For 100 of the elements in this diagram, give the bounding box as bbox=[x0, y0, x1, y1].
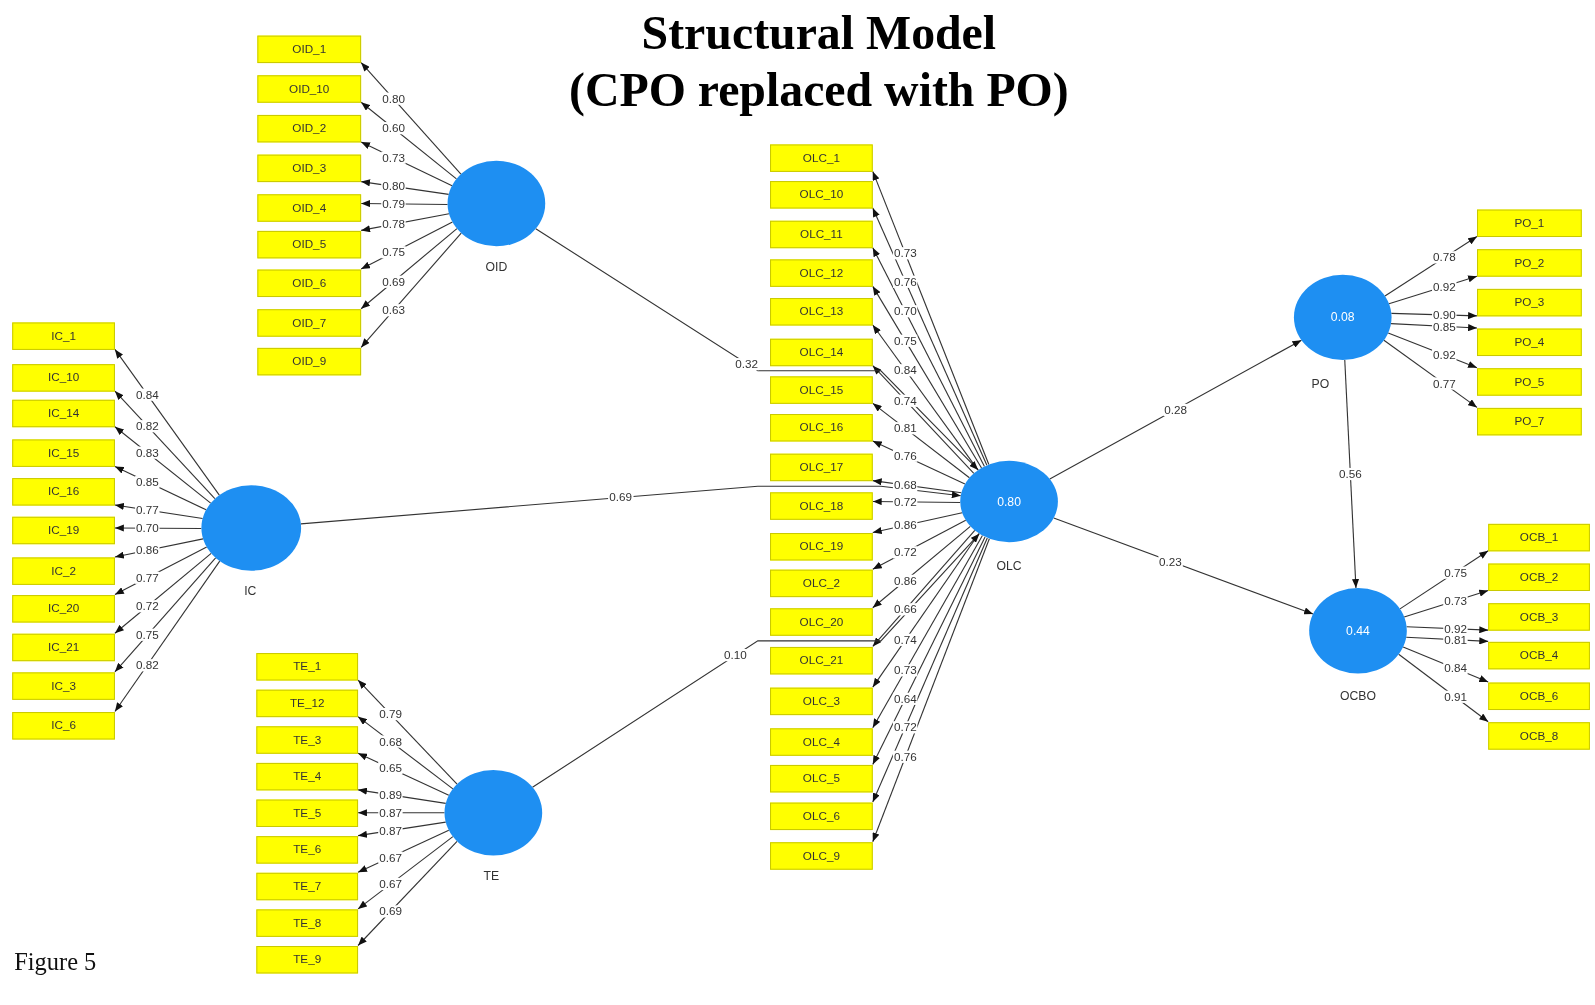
indicator-box: IC_20 bbox=[12, 594, 115, 623]
edge-label: 0.82 bbox=[135, 420, 160, 433]
indicator-box: OID_4 bbox=[257, 193, 362, 222]
indicator-box: OLC_19 bbox=[770, 532, 873, 560]
edge-label: 0.70 bbox=[892, 305, 918, 318]
edge-label: 0.72 bbox=[892, 545, 918, 559]
edge-label: 0.10 bbox=[722, 649, 748, 662]
edge-label: 0.76 bbox=[892, 450, 918, 463]
edge-label: 0.69 bbox=[378, 905, 403, 918]
indicator-box: IC_21 bbox=[12, 633, 115, 661]
edge-label: 0.65 bbox=[378, 762, 403, 775]
edge-label: 0.83 bbox=[135, 446, 160, 459]
indicator-box: OLC_9 bbox=[770, 841, 873, 870]
edge-label: 0.78 bbox=[1432, 251, 1457, 264]
indicator-box: OLC_13 bbox=[770, 297, 873, 325]
indicator-box: TE_9 bbox=[256, 945, 359, 973]
indicator-box: IC_10 bbox=[12, 363, 115, 392]
indicator-box: PO_7 bbox=[1477, 407, 1582, 435]
construct-label: OID bbox=[485, 259, 508, 274]
indicator-box: OCB_8 bbox=[1488, 721, 1590, 750]
edge-label: 0.68 bbox=[378, 735, 403, 748]
indicator-box: OLC_3 bbox=[770, 687, 873, 715]
edge-label: 0.80 bbox=[381, 180, 407, 193]
edge-label: 0.66 bbox=[892, 603, 918, 616]
path-arrow bbox=[1344, 359, 1360, 589]
edge-label: 0.70 bbox=[135, 522, 160, 535]
loading-arrow bbox=[360, 232, 462, 348]
indicator-box: OID_9 bbox=[257, 347, 362, 375]
path-arrow bbox=[535, 228, 979, 471]
edge-label: 0.86 bbox=[135, 544, 160, 557]
loading-arrow bbox=[872, 365, 975, 474]
edge-label: 0.77 bbox=[1432, 377, 1457, 390]
edge-label: 0.73 bbox=[892, 247, 918, 260]
latent-variable-circle bbox=[201, 485, 302, 571]
loading-arrow bbox=[872, 285, 983, 469]
edge-label: 0.56 bbox=[1337, 467, 1363, 481]
edge-label: 0.73 bbox=[892, 664, 918, 677]
edge-label: 0.81 bbox=[892, 422, 918, 435]
edge-label: 0.84 bbox=[135, 388, 160, 401]
edge-label: 0.75 bbox=[1443, 566, 1469, 579]
edge-label: 0.75 bbox=[892, 334, 918, 347]
construct-label: TE bbox=[483, 868, 500, 883]
edge-label: 0.84 bbox=[1443, 662, 1469, 675]
indicator-box: OID_2 bbox=[257, 114, 362, 142]
indicator-box: OLC_2 bbox=[770, 569, 873, 597]
edge-label: 0.69 bbox=[608, 491, 634, 504]
loading-arrow bbox=[872, 535, 983, 729]
loading-arrow bbox=[360, 62, 462, 175]
loading-arrow bbox=[114, 348, 220, 496]
edge-label: 0.72 bbox=[892, 495, 918, 508]
construct-label: PO bbox=[1311, 376, 1330, 391]
loading-arrow bbox=[357, 840, 458, 947]
edge-label: 0.82 bbox=[135, 658, 160, 671]
indicator-box: OCB_2 bbox=[1488, 563, 1590, 591]
edge-label: 0.77 bbox=[135, 571, 160, 584]
r-squared-value: 0.08 bbox=[1330, 310, 1355, 325]
indicator-box: OLC_14 bbox=[770, 338, 873, 366]
indicator-box: OLC_12 bbox=[770, 258, 873, 287]
edge-label: 0.76 bbox=[892, 751, 918, 764]
edge-label: 0.79 bbox=[381, 197, 407, 210]
edge-label: 0.73 bbox=[381, 151, 407, 164]
indicator-box: OLC_5 bbox=[770, 764, 873, 792]
loading-arrow bbox=[872, 532, 980, 688]
indicator-box: OLC_18 bbox=[770, 491, 873, 520]
loading-arrow bbox=[872, 529, 976, 647]
construct-label: IC bbox=[244, 583, 257, 599]
construct-label: OCBO bbox=[1340, 688, 1376, 703]
indicator-box: PO_1 bbox=[1477, 209, 1582, 237]
indicator-box: PO_5 bbox=[1477, 367, 1582, 396]
indicator-box: PO_2 bbox=[1477, 248, 1582, 277]
indicator-box: TE_3 bbox=[256, 725, 359, 754]
indicator-box: IC_2 bbox=[12, 556, 115, 585]
latent-variable-circle bbox=[1293, 274, 1392, 361]
edge-label: 0.92 bbox=[1443, 622, 1469, 635]
indicator-box: OID_5 bbox=[257, 230, 362, 258]
edge-label: 0.72 bbox=[892, 720, 918, 734]
indicator-box: OLC_21 bbox=[770, 646, 873, 674]
indicator-box: TE_5 bbox=[256, 799, 359, 827]
edge-label: 0.77 bbox=[135, 503, 160, 517]
indicator-box: OCB_3 bbox=[1488, 602, 1590, 631]
indicator-box: OCB_6 bbox=[1488, 682, 1590, 710]
edge-label: 0.73 bbox=[1443, 594, 1469, 607]
indicator-box: OCB_4 bbox=[1488, 641, 1590, 669]
loading-arrow bbox=[114, 560, 221, 713]
latent-variable-circle bbox=[960, 460, 1058, 543]
edge-label: 0.79 bbox=[378, 708, 403, 721]
edge-label: 0.67 bbox=[378, 851, 403, 864]
loading-arrow bbox=[114, 557, 217, 673]
edge-label: 0.87 bbox=[378, 806, 403, 819]
indicator-box: OLC_17 bbox=[770, 453, 873, 481]
indicator-box: TE_12 bbox=[256, 689, 359, 717]
path-arrow bbox=[531, 533, 980, 788]
edge-label: 0.92 bbox=[1432, 348, 1457, 362]
edge-label: 0.76 bbox=[892, 275, 918, 288]
edge-label: 0.72 bbox=[135, 600, 160, 613]
indicator-box: OLC_16 bbox=[770, 413, 873, 441]
edge-label: 0.92 bbox=[1432, 280, 1457, 293]
indicator-box: OID_10 bbox=[257, 74, 362, 103]
indicator-box: IC_16 bbox=[12, 477, 115, 506]
indicator-box: IC_6 bbox=[12, 711, 115, 739]
